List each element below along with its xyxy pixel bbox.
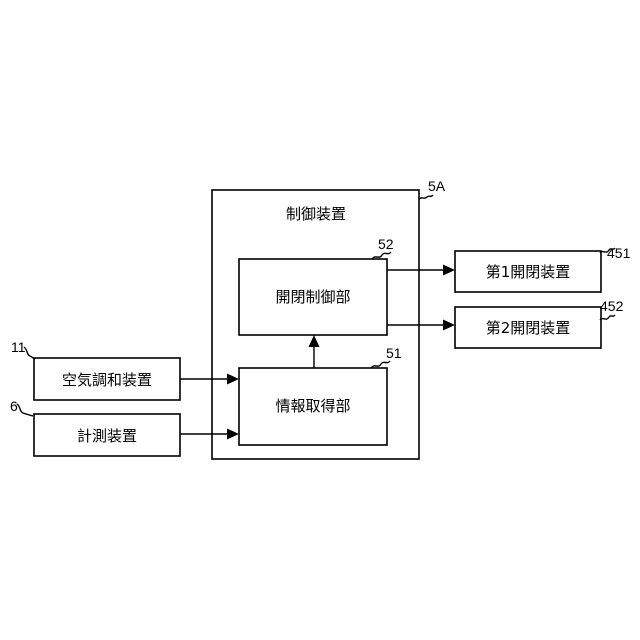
measurement-ref: 6 bbox=[10, 398, 18, 414]
controller-ref-leader bbox=[419, 195, 433, 199]
device-2-block: 第2開閉装置 452 bbox=[455, 298, 624, 348]
arrowhead bbox=[443, 320, 455, 331]
device-1-ref: 451 bbox=[607, 245, 631, 261]
device-1-block: 第1開閉装置 451 bbox=[455, 245, 631, 292]
measurement-label: 計測装置 bbox=[77, 427, 137, 445]
info-acquisition-label: 情報取得部 bbox=[275, 397, 350, 415]
connector-measurement-to-info bbox=[180, 429, 239, 440]
controller-ref: 5A bbox=[428, 178, 446, 194]
measurement-block: 計測装置 6 bbox=[10, 398, 180, 456]
device-2-ref-leader bbox=[600, 315, 615, 320]
open-close-control-ref: 52 bbox=[378, 236, 394, 252]
arrowhead bbox=[443, 265, 455, 276]
device-2-label: 第2開閉装置 bbox=[486, 319, 571, 337]
device-1-label: 第1開閉装置 bbox=[486, 263, 571, 281]
air-conditioner-ref: 11 bbox=[11, 339, 26, 355]
air-conditioner-block: 空気調和装置 11 bbox=[11, 339, 180, 400]
air-conditioner-label: 空気調和装置 bbox=[62, 371, 152, 389]
controller-label: 制御装置 bbox=[286, 205, 346, 223]
measurement-ref-leader bbox=[17, 404, 33, 416]
device-2-ref: 452 bbox=[600, 298, 624, 314]
open-close-control-label: 開閉制御部 bbox=[275, 288, 350, 306]
connector-air-conditioner-to-info bbox=[180, 374, 239, 385]
info-acquisition-ref: 51 bbox=[386, 345, 402, 361]
